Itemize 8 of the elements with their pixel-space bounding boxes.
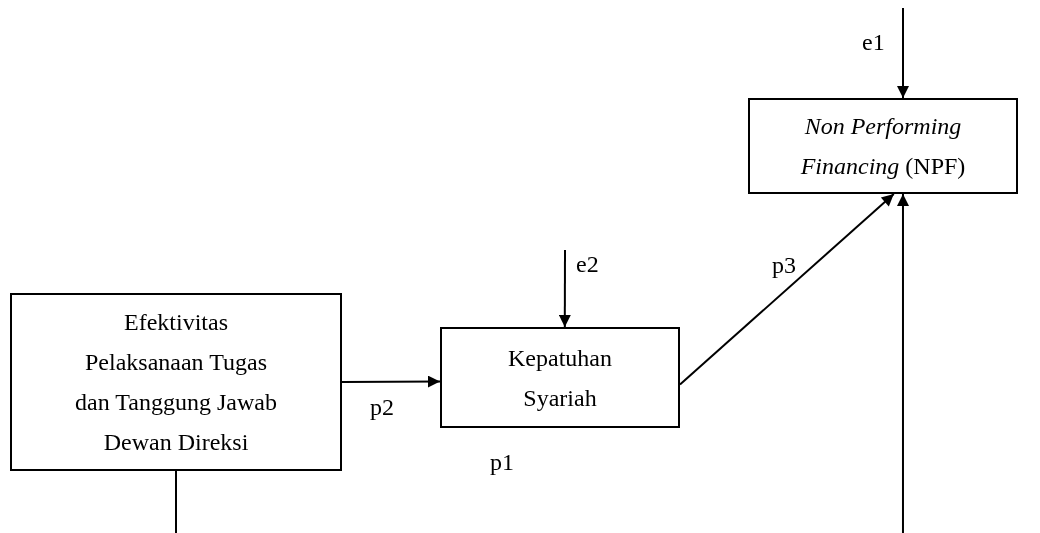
arrow [897, 7, 909, 99]
variable-box: Kepatuhan Syariah [440, 327, 680, 428]
variable-box: Efektivitas Pelaksanaan Tugas dan Tanggung Jawab Dewan Direksi [10, 293, 342, 471]
arrow [558, 249, 571, 328]
arrow [341, 375, 441, 388]
arrow [175, 193, 909, 533]
variable-box: Non Performing Financing (NPF) [748, 98, 1018, 194]
arrow [679, 193, 895, 386]
